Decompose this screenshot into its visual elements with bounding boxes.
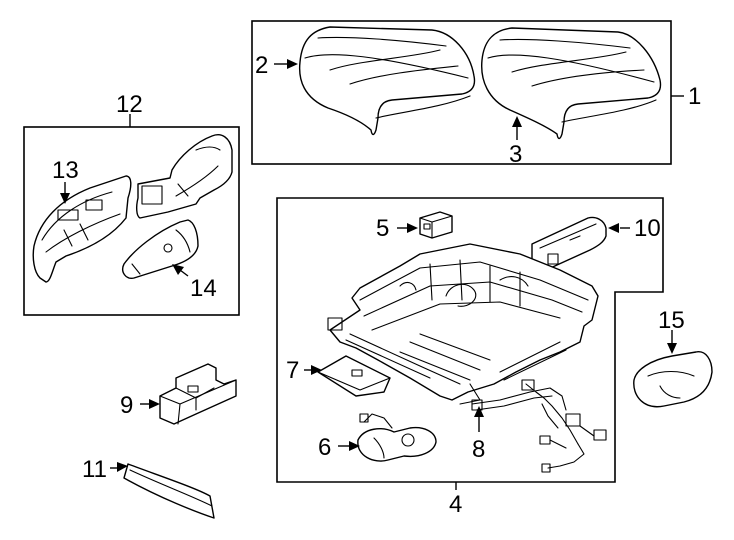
callout-8: 8 [472,436,485,463]
callout-1: 1 [688,83,701,110]
callout-10: 10 [634,215,661,242]
callout-13: 13 [52,157,79,184]
callout-3: 3 [509,141,522,168]
seat-motor-harness [357,413,437,462]
callout-5: 5 [376,215,389,242]
callout-7: 7 [286,357,299,384]
callout-6: 6 [318,434,331,461]
seat-sensor-plate [317,355,391,397]
callout-4: 4 [449,491,462,518]
seat-cushion-right [481,27,662,140]
adjuster-cover [633,351,713,408]
cushion-group-frame [251,20,672,165]
seat-control-module [531,216,607,272]
callout-2: 2 [255,52,268,79]
leader-lines [60,59,684,490]
callout-12: 12 [116,91,143,118]
trim-strip [123,463,215,519]
seat-frame-assembly [327,243,599,405]
control-module-small [419,211,453,239]
seat-frame-group-frame [276,197,664,483]
seat-adjust-bracket [159,363,237,425]
side-shield-outer [32,175,132,283]
seat-wiring-harness [471,379,607,473]
callout-15: 15 [658,307,685,334]
side-trim-cover [122,219,199,279]
callout-labels: 1 2 3 4 5 6 7 8 9 10 11 12 13 14 15 [52,52,701,518]
side-shield-group-frame [23,126,240,316]
seat-cushion-left [298,26,476,136]
callout-11: 11 [82,456,107,483]
side-shield-inner-bracket [135,134,233,219]
callout-9: 9 [120,392,133,419]
callout-14: 14 [190,275,217,302]
